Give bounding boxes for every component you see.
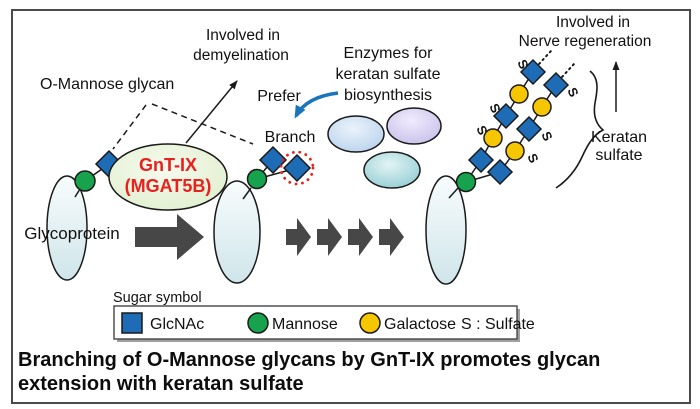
galactose-icon [483, 128, 503, 148]
glycan-attachment-line [448, 187, 459, 199]
process-chevron-arrows [286, 218, 404, 256]
chevron-arrow [348, 218, 373, 256]
mannose-icon [455, 171, 477, 193]
glcnac-branch-icon [282, 153, 312, 183]
keratan-label-line1: Keratan [591, 129, 647, 146]
dashed-pointer-left [112, 104, 147, 150]
demyelination-label-line1: Involved in [206, 27, 280, 44]
glycoprotein-middle [213, 145, 315, 284]
gnt9-enzyme-ellipse [108, 143, 228, 211]
galactose-icon [509, 84, 529, 104]
legend-galactose-label: Galactose [384, 316, 456, 333]
glcnac-icon [258, 145, 288, 175]
glcnac-icon [492, 102, 520, 130]
glycoprotein-keratan: S S S S S S [425, 50, 582, 285]
glcnac-legend-icon [121, 312, 143, 334]
glycan-attachment-line [242, 187, 252, 200]
glcnac-icon [467, 146, 495, 174]
glycoprotein-right-body [425, 175, 467, 285]
chevron-arrow [286, 218, 311, 256]
glycoprotein-label: Glycoprotein [24, 224, 119, 243]
mannose-legend-icon [247, 312, 269, 334]
galactose-icon [505, 141, 525, 161]
enzymes-label-line2: keratan sulfate [336, 66, 441, 83]
demyelination-label-line2: demyelination [193, 47, 289, 64]
mannose-icon [246, 168, 268, 190]
enzyme-ellipse-blue [327, 115, 385, 153]
legend-glcnac-label: GlcNAc [150, 316, 204, 333]
figure-caption-line2: extension with keratan sulfate [18, 373, 304, 395]
chevron-arrow [379, 218, 404, 256]
demyelination-annotation: Involved in demyelination [185, 27, 289, 144]
keratan-enzymes: Enzymes for keratan sulfate biosynthesis [327, 45, 442, 189]
demyelination-arrow [185, 80, 238, 144]
nerve-label-line1: Involved in [556, 14, 630, 31]
prefer-label: Prefer [257, 88, 301, 105]
chevron-arrow [317, 218, 342, 256]
glcnac-icon [542, 71, 570, 99]
legend-sulfate-label: S : Sulfate [461, 316, 535, 333]
keratan-brace [555, 70, 605, 189]
enzymes-label-line3: biosynthesis [344, 87, 432, 104]
sugar-symbol-legend: Sugar symbol GlcNAc Mannose Galactose S … [113, 290, 535, 342]
reaction-arrow [135, 214, 204, 260]
glycoprotein-middle-body [213, 180, 261, 284]
enzyme-ellipse-teal [363, 151, 421, 189]
branch-label: Branch [265, 129, 316, 146]
o-mannose-glycan-label: O-Mannose glycan [40, 76, 174, 93]
nerve-label-line2: Nerve regeneration [519, 33, 652, 50]
enzyme-ellipse-lavender [386, 107, 442, 145]
keratan-label-line2: sulfate [595, 147, 642, 164]
galactose-legend-icon [359, 312, 381, 334]
glcnac-icon [519, 58, 547, 86]
glycoprotein-left [46, 149, 124, 281]
prefer-curved-arrow [294, 91, 339, 119]
glcnac-icon [515, 115, 543, 143]
enzymes-label-line1: Enzymes for [344, 45, 434, 62]
gnt9-label-line1: GnT-IX [139, 155, 197, 175]
figure-caption-line1: Branching of O-Mannose glycans by GnT-IX… [18, 349, 600, 371]
legend-mannose-label: Mannose [272, 316, 338, 333]
nerve-regeneration-annotation: Involved in Nerve regeneration [519, 14, 652, 112]
gnt9-enzyme: GnT-IX (MGAT5B) [108, 143, 228, 211]
galactose-icon [532, 97, 552, 117]
mannose-icon [74, 170, 96, 192]
glycoprotein-left-body [46, 175, 88, 281]
legend-box [113, 305, 518, 340]
legend-title: Sugar symbol [113, 290, 202, 306]
glcnac-icon [486, 158, 514, 186]
branch-highlight-dotted-circle [279, 150, 315, 186]
gnt9-label-line2: (MGAT5B) [125, 176, 212, 196]
